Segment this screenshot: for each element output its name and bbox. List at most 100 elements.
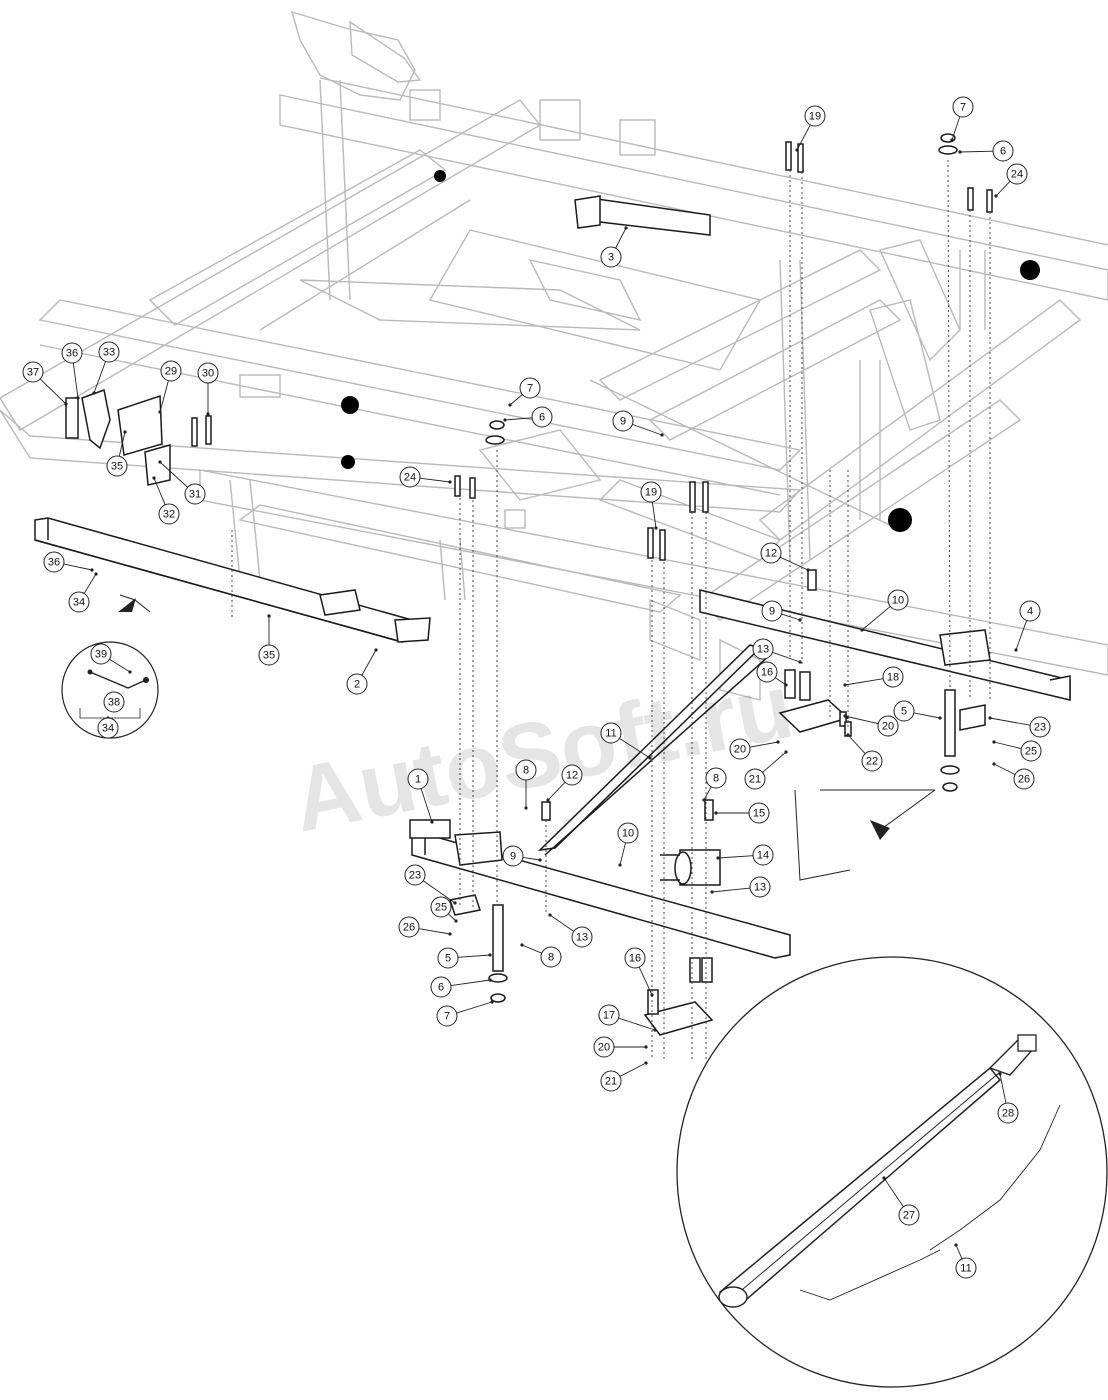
callout-circle <box>1019 600 1041 622</box>
leader-line <box>959 150 994 153</box>
cross-beam <box>409 819 791 959</box>
leader-line <box>638 966 653 996</box>
leader-tip <box>94 572 98 576</box>
callout-circle <box>877 715 899 737</box>
callout-36: 36 <box>43 551 94 573</box>
callout-8: 8 <box>515 759 537 810</box>
callout-25: 25 <box>430 896 458 923</box>
callout-label: 36 <box>48 557 60 569</box>
assembly-lines <box>231 159 991 1060</box>
callout-20: 20 <box>843 714 899 737</box>
callout-circle <box>571 926 593 948</box>
callout-8: 8 <box>520 943 562 968</box>
callout-23: 23 <box>404 864 457 905</box>
leader-line <box>1015 620 1028 651</box>
callout-circle <box>407 768 429 790</box>
leader-line <box>779 556 809 571</box>
leader-tip <box>374 648 378 652</box>
callout-34: 34 <box>68 572 98 613</box>
callout-32: 32 <box>152 476 180 525</box>
leader-tip <box>798 618 802 622</box>
leader-line <box>457 954 491 958</box>
callout-circle <box>436 1005 458 1027</box>
callout-6: 6 <box>958 140 1014 162</box>
leader-tip <box>624 226 628 230</box>
callout-circle <box>729 738 751 760</box>
mounting-plate-18 <box>778 699 850 733</box>
leader-line <box>711 887 751 893</box>
callout-25: 25 <box>992 740 1042 762</box>
callout-circle <box>519 377 541 399</box>
leader-tip <box>158 460 162 464</box>
callout-circle <box>804 105 826 127</box>
leader-tip <box>453 901 457 905</box>
detail-34 <box>61 594 159 739</box>
callout-13: 13 <box>548 913 593 948</box>
callout-circle <box>404 864 426 886</box>
callout-label: 11 <box>960 1263 971 1275</box>
leader-line <box>993 763 1016 775</box>
callout-21: 21 <box>744 750 788 790</box>
callout-label: 6 <box>539 412 545 424</box>
leader-line <box>504 417 533 421</box>
leader-line <box>159 380 169 413</box>
callout-label: 2 <box>354 679 360 691</box>
callout-label: 8 <box>548 952 554 964</box>
callout-36: 36 <box>61 342 83 400</box>
leader-tip <box>950 138 954 142</box>
leader-tip <box>843 683 847 687</box>
callout-29: 29 <box>158 360 182 414</box>
callout-2: 2 <box>346 648 378 695</box>
callout-circle <box>1006 163 1028 185</box>
leader-line <box>419 477 451 483</box>
leader-tip <box>798 660 802 664</box>
callout-3: 3 <box>600 226 628 268</box>
callout-16: 16 <box>756 661 788 687</box>
callout-label: 12 <box>566 770 578 782</box>
leader-line <box>615 227 627 249</box>
callout-20: 20 <box>593 1036 648 1058</box>
leader-line <box>619 842 627 866</box>
callout-label: 36 <box>66 348 78 360</box>
callout-12: 12 <box>546 764 583 802</box>
leader-tip <box>644 1061 648 1065</box>
callout-label: 14 <box>757 850 769 862</box>
callout-circle <box>561 764 583 786</box>
leader-tip <box>650 993 654 997</box>
leader-tip <box>206 412 210 416</box>
callout-31: 31 <box>158 460 206 505</box>
leader-line <box>450 979 491 987</box>
callout-label: 26 <box>1018 774 1030 786</box>
detail-11 <box>676 789 1108 1388</box>
callout-circle <box>952 96 974 118</box>
callout-15: 15 <box>714 802 770 824</box>
leader-line <box>63 563 93 571</box>
leader-tip <box>648 756 652 760</box>
leader-tip <box>430 820 434 824</box>
leader-line <box>772 651 801 663</box>
callout-label: 38 <box>108 697 120 709</box>
leader-tip <box>938 716 942 720</box>
callout-label: 20 <box>734 744 746 756</box>
leader-tip <box>158 410 162 414</box>
leader-tip <box>860 628 864 632</box>
leader-line <box>509 394 523 406</box>
leader-tip <box>992 740 996 744</box>
leader-line <box>844 678 884 686</box>
callout-28: 28 <box>997 1072 1019 1124</box>
leader-tip <box>538 858 542 862</box>
callout-circle <box>992 140 1014 162</box>
callout-circle <box>640 481 662 503</box>
callout-circle <box>997 1102 1019 1124</box>
callout-circle <box>756 661 778 683</box>
callout-circle <box>760 542 782 564</box>
callout-circle <box>184 483 206 505</box>
leader-tip <box>660 433 664 437</box>
callout-circle <box>106 455 128 477</box>
leader-line <box>422 880 456 904</box>
callout-circle <box>430 896 452 918</box>
callout-label: 7 <box>527 383 533 395</box>
leader-tip <box>776 740 780 744</box>
callout-24: 24 <box>399 466 452 488</box>
leader-tip <box>954 1243 958 1247</box>
